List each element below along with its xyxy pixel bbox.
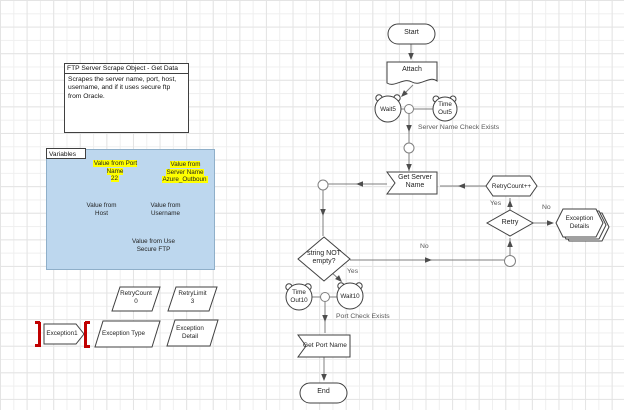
exception-type-shape[interactable] (94, 320, 161, 348)
variables-container[interactable] (46, 149, 215, 270)
attach-document[interactable] (386, 61, 438, 85)
timeout5-timer[interactable] (432, 96, 458, 122)
note-box-body: Scrapes the server name, port, host, use… (68, 76, 177, 100)
variables-container-label: Variables (46, 148, 86, 159)
exception-details-shape[interactable] (555, 208, 604, 238)
note-box[interactable]: FTP Server Scrape Object - Get Data Scra… (64, 63, 189, 133)
wait5-timer[interactable] (374, 95, 402, 123)
timeout10-timer[interactable] (285, 283, 313, 311)
exception1-bracket-right-top (85, 321, 90, 324)
retrylimit-shape[interactable] (167, 286, 218, 312)
junction-node-wait10[interactable] (320, 292, 330, 302)
arrowheads (320, 53, 554, 381)
decision-string-not-empty[interactable] (297, 236, 351, 282)
exception1-bracket-right-bottom (85, 345, 90, 348)
junction-node-getserver[interactable] (317, 179, 329, 191)
start-terminator[interactable] (387, 23, 436, 45)
retrycount-shape[interactable] (111, 286, 161, 312)
get-port-name-shape[interactable] (297, 334, 351, 358)
junction-node-servercheck[interactable] (403, 142, 415, 154)
wait10-timer[interactable] (336, 282, 364, 310)
end-terminator[interactable] (299, 382, 348, 404)
note-box-title: FTP Server Scrape Object - Get Data (65, 64, 188, 74)
exception1-bracket-right-bar (84, 322, 87, 348)
junction-node-retry[interactable] (504, 255, 516, 267)
get-server-name-shape[interactable] (386, 171, 438, 195)
junction-node-wait5[interactable] (404, 104, 414, 114)
exception1-bracket-left-bar (38, 322, 41, 347)
exception1-markers (35, 321, 90, 348)
exception1-shape[interactable] (43, 323, 85, 345)
exception-detail-shape[interactable] (166, 319, 219, 347)
exception1-bracket-left-top (35, 321, 40, 324)
retry-decision[interactable] (485, 209, 535, 237)
exception1-bracket-left-bottom (35, 344, 40, 347)
retrycount-increment-hexagon[interactable] (485, 175, 538, 197)
